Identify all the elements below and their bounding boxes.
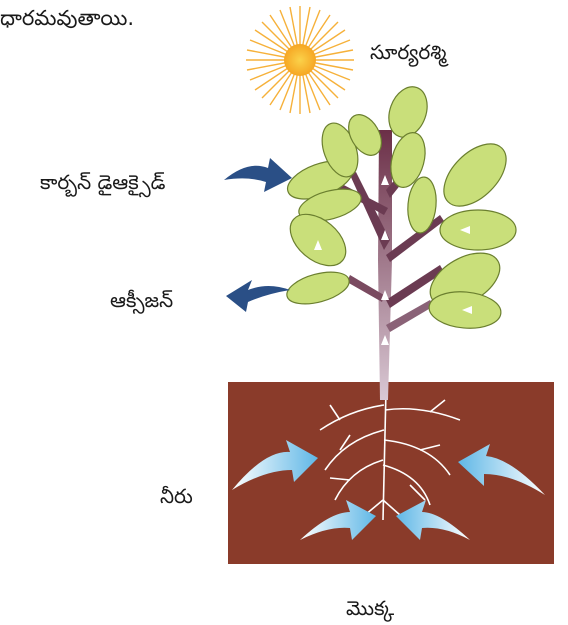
sunlight-label: సూర్యరశ్మి	[370, 40, 446, 69]
o2-arrow-icon	[226, 280, 290, 312]
carbon-dioxide-label: కార్బన్ డైఆక్సైడ్	[40, 170, 165, 199]
water-label: నీరు	[160, 484, 193, 513]
plant-label: మొక్క	[346, 596, 394, 625]
co2-arrow-icon	[224, 158, 292, 192]
sun-icon	[246, 6, 354, 114]
oxygen-label: ఆక్సీజన్	[110, 288, 173, 317]
